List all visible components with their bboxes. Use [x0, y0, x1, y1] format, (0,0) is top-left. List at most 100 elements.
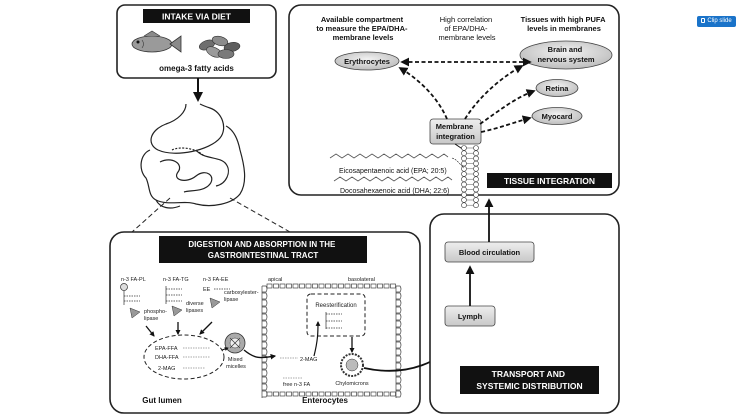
lipid-head	[473, 166, 479, 172]
membrane-fold	[396, 334, 402, 342]
tissue-arrows	[398, 57, 536, 133]
lipase-wedge	[171, 305, 183, 317]
border-segment	[377, 283, 383, 289]
border-segment	[325, 283, 331, 289]
border-segment	[292, 283, 299, 289]
epa-chain	[329, 153, 449, 159]
membrane-fold	[262, 299, 268, 307]
lipid-head	[473, 181, 479, 188]
arrow-to-reesterification	[313, 321, 321, 357]
fish-icon	[131, 30, 182, 53]
membrane-fold	[396, 313, 402, 321]
lipid-head	[473, 202, 479, 208]
border-segment	[273, 283, 279, 289]
border-segment	[370, 283, 377, 289]
membrane-fold	[396, 348, 402, 356]
border-segment	[286, 283, 292, 289]
lipid-head	[461, 166, 467, 172]
label-fa-tg: n-3 FA-TG	[163, 277, 189, 283]
border-segment	[390, 283, 396, 289]
cell-border-bottom	[266, 391, 396, 397]
label-phospholipase: phospho- lipase	[144, 309, 168, 322]
lipid-head	[473, 171, 479, 177]
border-segment	[357, 283, 364, 289]
label-fa-ee: n-3 FA-EE	[203, 277, 229, 283]
transport-title-bar	[460, 366, 599, 394]
lipid-head	[473, 160, 479, 167]
lipid-head	[473, 176, 479, 182]
border-segment	[364, 391, 370, 397]
border-segment	[325, 391, 331, 397]
border-segment	[344, 391, 351, 397]
label-chylomicrons: Chylomicrons	[335, 381, 369, 387]
label-dha-ffa: DHA-FFA	[155, 355, 179, 361]
membrane-fold	[262, 341, 268, 349]
membrane-fold	[262, 369, 268, 377]
border-segment	[383, 391, 390, 397]
border-segment	[357, 391, 364, 397]
label-reesterification: Reesterification	[315, 303, 356, 309]
membrane-fold	[262, 383, 268, 391]
fatty-acid-chains	[329, 153, 465, 182]
lipid-head	[461, 197, 467, 203]
lipid-head	[461, 160, 467, 167]
border-segment	[266, 283, 273, 289]
membrane-fold	[396, 390, 402, 398]
clip-slide-button[interactable]: Clip slide	[697, 16, 736, 27]
arrow-to-myocard	[480, 115, 532, 133]
border-segment	[312, 391, 318, 397]
svg-text:Myocard: Myocard	[542, 112, 573, 121]
label-diverse-lipases: diverse lipases	[186, 301, 205, 314]
membrane-fold	[396, 355, 402, 363]
border-segment	[318, 391, 325, 397]
membrane-fold	[396, 341, 402, 349]
membrane-fold	[262, 376, 268, 384]
border-segment	[279, 391, 286, 397]
lipid-head	[473, 150, 479, 156]
arrow-into-cell	[243, 349, 277, 360]
border-segment	[377, 391, 383, 397]
membrane-fold	[262, 362, 268, 370]
label-carboxylester: carboxylester- lipase	[224, 290, 260, 303]
membrane-fold	[262, 327, 268, 335]
lipid-head	[473, 186, 479, 193]
svg-text:Lymph: Lymph	[458, 312, 483, 321]
digestion-arrows	[145, 321, 213, 337]
intake-title: INTAKE VIA DIET	[162, 12, 232, 22]
svg-text:Erythrocytes: Erythrocytes	[344, 57, 390, 66]
label-enterocytes: Enterocytes	[302, 396, 348, 405]
border-segment	[331, 283, 338, 289]
mixed-micelle-icon	[224, 332, 246, 354]
border-segment	[390, 391, 396, 397]
svg-text:Blood circulation: Blood circulation	[459, 248, 521, 257]
arrow-to-erythrocytes	[398, 67, 448, 120]
carboxylester-wedge	[209, 297, 221, 309]
node-myocard: Myocard	[531, 107, 583, 125]
border-segment	[364, 283, 370, 289]
transport-title: TRANSPORT AND SYSTEMIC DISTRIBUTION	[476, 369, 582, 391]
membrane-fold	[262, 355, 268, 363]
phospholipase-wedge	[129, 307, 141, 319]
border-segment	[351, 283, 357, 289]
label-epa-ffa: EPA-FFA	[155, 346, 178, 352]
border-segment	[266, 391, 273, 397]
intake-title-bar	[143, 9, 250, 23]
membrane-fold	[262, 348, 268, 356]
label-2mag: 2-MAG	[158, 366, 175, 372]
node-brain: Brain and nervous system	[519, 40, 613, 70]
membrane-fold	[262, 313, 268, 321]
border-segment	[286, 391, 292, 397]
capsules-icon	[199, 35, 241, 59]
gi-tract-illustration	[140, 103, 246, 209]
node-lymph: Lymph	[444, 305, 496, 327]
label-fa-pl: n-3 FA-PL	[121, 277, 146, 283]
svg-text:Brain and nervous syst: Brain and nervous system	[537, 45, 594, 64]
membrane-fold	[262, 334, 268, 342]
node-retina: Retina	[535, 79, 579, 97]
digestion-panel: DIGESTION AND ABSORPTION IN THE GASTROIN…	[109, 231, 421, 414]
svg-text:Membrane integration: Membrane integration	[436, 122, 476, 141]
membrane-fold	[262, 292, 268, 300]
tissue-title: TISSUE INTEGRATION	[504, 176, 595, 186]
border-segment	[292, 391, 299, 397]
